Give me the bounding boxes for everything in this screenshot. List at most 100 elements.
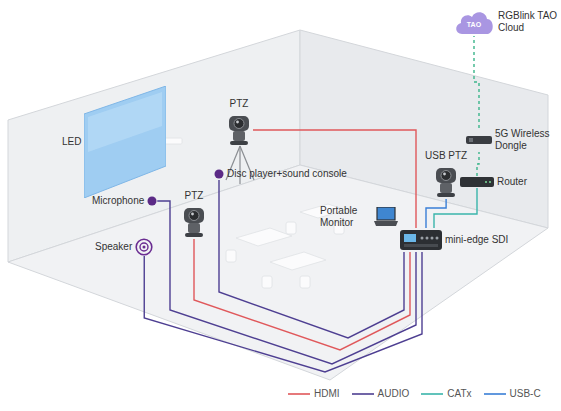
label-group: Router xyxy=(497,176,527,188)
device-icon-graphic xyxy=(432,165,460,199)
network-link xyxy=(474,36,479,128)
floor xyxy=(8,165,548,380)
device-label: PTZ xyxy=(230,98,249,110)
device-icon-graphic-part xyxy=(460,177,494,187)
led-wall: LED xyxy=(62,86,166,198)
device-icon-graphic xyxy=(214,169,224,179)
device-icon xyxy=(460,176,494,188)
device-icon-graphic-part xyxy=(234,119,244,129)
speaker: Speaker xyxy=(95,238,153,256)
device-icon-graphic xyxy=(466,135,492,145)
usb-ptz-camera: USB PTZ xyxy=(425,150,467,199)
device-icon-graphic-part xyxy=(188,223,200,233)
signal-cable xyxy=(219,180,404,338)
device-icon-graphic-part xyxy=(404,234,416,242)
device-icon-graphic xyxy=(460,176,494,188)
label-group: USB PTZ xyxy=(425,150,467,162)
legend-line-stroke xyxy=(352,393,374,395)
device-icon-graphic-part xyxy=(443,173,446,176)
device-icon-graphic xyxy=(135,238,153,256)
audio-source: Disc player+sound console xyxy=(214,168,347,180)
device-icon-graphic-part xyxy=(229,116,249,131)
device-label: Microphone xyxy=(92,195,144,207)
tables-chairs xyxy=(150,138,346,288)
label-group: Disc player+sound console xyxy=(227,168,347,180)
device-icon-graphic-part xyxy=(215,170,224,179)
ptz-camera: PTZ xyxy=(180,190,208,239)
device-icon-graphic-part xyxy=(469,138,473,142)
device-icon-graphic-part xyxy=(233,131,245,141)
chair xyxy=(262,276,272,288)
device-icon-graphic xyxy=(180,205,208,239)
wireless-dongle: 5G Wireless Dongle xyxy=(466,128,555,152)
legend-text: CATx xyxy=(447,388,471,399)
device-icon xyxy=(373,207,399,227)
mini-edge-device: mini-edge SDI xyxy=(400,228,508,252)
device-icon-graphic-part xyxy=(143,246,146,249)
legend-line xyxy=(288,391,310,397)
device-icon-graphic-part xyxy=(421,237,424,240)
legend-line-stroke xyxy=(421,393,443,395)
device-icon-graphic-part xyxy=(426,237,429,240)
label-group: PTZ xyxy=(230,98,249,110)
label-group: Speaker xyxy=(95,241,132,253)
device-label: Speaker xyxy=(95,241,132,253)
legend-item: AUDIO xyxy=(352,388,410,399)
portable-monitor: Portable Monitor xyxy=(320,205,399,229)
legend-line xyxy=(484,391,506,397)
device-icon-graphic xyxy=(225,113,253,147)
label-group: PTZ xyxy=(185,190,204,202)
legend-text: AUDIO xyxy=(378,388,410,399)
device-icon-graphic-part xyxy=(489,181,491,183)
chair xyxy=(226,250,236,262)
device-icon-graphic-part xyxy=(436,168,456,183)
device-icon-graphic-part xyxy=(185,233,203,237)
device-icon xyxy=(147,196,157,206)
device-icon-graphic-part xyxy=(466,136,492,144)
signal-cable xyxy=(434,188,477,228)
device-label: PTZ xyxy=(185,190,204,202)
device-icon xyxy=(432,165,460,199)
device-icon-graphic-part xyxy=(431,237,434,240)
device-icon-graphic-part xyxy=(148,197,157,206)
device-label: RGBlink TAO Cloud xyxy=(498,10,560,34)
device-icon-graphic-part xyxy=(236,121,239,124)
legend-item: HDMI xyxy=(288,388,340,399)
device-icon-graphic-part xyxy=(140,243,148,251)
signal-cable xyxy=(144,252,422,372)
device-label: LED xyxy=(62,136,81,148)
device-icon xyxy=(466,135,492,145)
device-icon-graphic-part xyxy=(456,12,493,34)
device-icon-graphic-part xyxy=(404,244,438,247)
device-label: Disc player+sound console xyxy=(227,168,347,180)
legend: HDMIAUDIOCATxUSB-C xyxy=(288,388,541,399)
table xyxy=(270,252,326,270)
microphone: Microphone xyxy=(92,195,157,207)
device-icon-graphic-part xyxy=(84,86,166,198)
device-icon-graphic-part xyxy=(437,193,455,197)
router: Router xyxy=(460,176,527,188)
device-label: USB PTZ xyxy=(425,150,467,162)
device-icon-graphic-part xyxy=(485,181,487,183)
device-label: Portable Monitor xyxy=(320,205,370,229)
chair xyxy=(286,222,296,234)
device-icon xyxy=(84,86,166,198)
label-group: Portable Monitor xyxy=(320,205,370,229)
device-icon-graphic-part xyxy=(400,230,442,250)
device-label: Router xyxy=(497,176,527,188)
device-icon-graphic-part xyxy=(191,213,194,216)
device-icon-graphic-part xyxy=(184,208,204,223)
device-icon-graphic-part xyxy=(436,237,439,240)
legend-line-stroke xyxy=(288,393,310,395)
cloud-service: TAORGBlink TAO Cloud xyxy=(453,8,560,36)
device-icon xyxy=(180,205,208,239)
device-icon xyxy=(400,228,442,252)
device-icon-graphic-part xyxy=(440,183,452,193)
device-icon xyxy=(135,238,153,256)
legend-line xyxy=(352,391,374,397)
label-group: mini-edge SDI xyxy=(445,234,508,246)
device-icon-graphic-part xyxy=(377,207,395,220)
device-icon-graphic xyxy=(400,228,442,252)
